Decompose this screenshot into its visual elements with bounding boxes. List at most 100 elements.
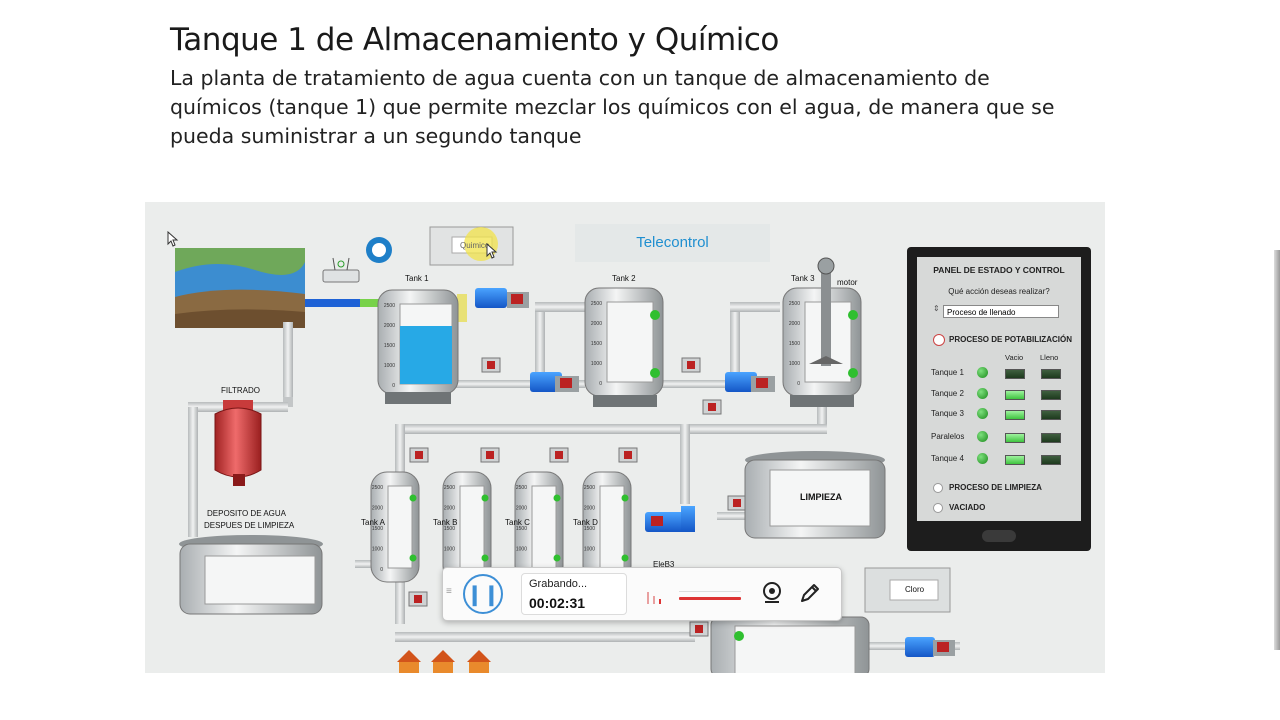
scale-tick: 2000 — [384, 323, 395, 329]
row-tanque1-led — [977, 367, 988, 378]
recording-time: 00:02:31 — [529, 595, 586, 611]
scada-diagram: 2500 2000 1500 1000 0 2500 2000 1500 1000 0 2500 20… — [145, 202, 1105, 673]
vaciado-radio[interactable] — [933, 503, 943, 513]
col-vacio: Vacio — [1005, 353, 1024, 362]
drag-handle-icon[interactable]: ≡ — [446, 586, 452, 597]
scale-tick: 2500 — [584, 485, 595, 491]
scale-tick: 2500 — [789, 301, 800, 307]
deposito-label-1: DEPOSITO DE AGUA — [207, 509, 286, 518]
audio-level-icon — [647, 592, 661, 604]
description-line-3: pueda suministrar a un segundo tanque — [170, 124, 582, 148]
scale-tick: 1500 — [444, 526, 455, 532]
scale-tick: 0 — [599, 381, 602, 387]
pump-3 — [725, 372, 775, 392]
tank2-label: Tank 2 — [612, 274, 636, 283]
description-line-2: químicos (tanque 1) que permite mezclar … — [170, 95, 1055, 119]
row-tanque2-lleno — [1041, 390, 1061, 400]
row-tanque3: Tanque 3 — [931, 409, 964, 418]
window-edge — [1274, 250, 1280, 650]
row-tanque3-lleno — [1041, 410, 1061, 420]
pump-4 — [645, 506, 695, 532]
row-tanque3-led — [977, 408, 988, 419]
tank-2 — [584, 287, 664, 407]
row-tanque1-vacio — [1005, 369, 1025, 379]
col-lleno: Lleno — [1040, 353, 1059, 362]
panel-title: PANEL DE ESTADO Y CONTROL — [933, 265, 1065, 275]
telecontrol-label[interactable]: Telecontrol — [575, 224, 770, 262]
recording-status-box: Grabando... 00:02:31 — [521, 573, 627, 615]
row-tanque4: Tanque 4 — [931, 454, 964, 463]
scale-tick: 0 — [797, 381, 800, 387]
recording-toolbar: ≡ ❙❙ Grabando... 00:02:31 — [442, 567, 842, 621]
filter — [214, 400, 262, 486]
houses-icon — [397, 650, 491, 673]
pump-5 — [905, 637, 955, 657]
row-tanque2-vacio — [1005, 390, 1025, 400]
scale-tick: 1500 — [372, 526, 383, 532]
router-icon — [322, 269, 360, 283]
scale-tick: 1500 — [516, 526, 527, 532]
row-tanque4-led — [977, 453, 988, 464]
volume-track — [679, 591, 741, 592]
scale-tick: 1000 — [516, 547, 527, 553]
description-line-1: La planta de tratamiento de agua cuenta … — [170, 66, 990, 90]
row-tanque4-lleno — [1041, 455, 1061, 465]
parallel-tanks — [370, 471, 632, 583]
quimico-label: Quimico — [460, 241, 490, 250]
scale-tick: 1000 — [384, 363, 395, 369]
scale-tick: 2500 — [444, 485, 455, 491]
scale-tick: 2500 — [384, 303, 395, 309]
limpieza-option-label: PROCESO DE LIMPIEZA — [949, 483, 1042, 492]
scale-tick: 1000 — [789, 361, 800, 367]
motor-label: motor — [837, 278, 858, 287]
select-arrows-icon[interactable]: ⇕ — [933, 304, 940, 313]
tank3-label: Tank 3 — [791, 274, 815, 283]
limpieza-radio[interactable] — [933, 483, 943, 493]
scale-tick: 2500 — [516, 485, 527, 491]
control-panel: PANEL DE ESTADO Y CONTROL Qué acción des… — [907, 247, 1091, 551]
pen-icon[interactable] — [797, 580, 823, 606]
tank1-label: Tank 1 — [405, 274, 429, 283]
scale-tick: 1500 — [591, 341, 602, 347]
scale-tick: 1500 — [384, 343, 395, 349]
vaciado-option-label: VACIADO — [949, 503, 986, 512]
scale-tick: 2000 — [516, 506, 527, 512]
row-tanque1: Tanque 1 — [931, 368, 964, 377]
row-paralelos-lleno — [1041, 433, 1061, 443]
row-paralelos-vacio — [1005, 433, 1025, 443]
row-paralelos: Paralelos — [931, 432, 965, 441]
cloro-label: Cloro — [905, 585, 925, 594]
panel-home-button[interactable] — [982, 530, 1016, 542]
scale-tick: 2000 — [444, 506, 455, 512]
scale-tick: 1000 — [444, 547, 455, 553]
eleb3-label: EleB3 — [653, 560, 675, 569]
scale-tick: 2500 — [372, 485, 383, 491]
scale-tick: 0 — [392, 383, 395, 389]
control-panel-screen: PANEL DE ESTADO Y CONTROL Qué acción des… — [917, 257, 1081, 521]
scale-tick: 2000 — [591, 321, 602, 327]
row-tanque4-vacio — [1005, 455, 1025, 465]
valves — [408, 357, 747, 637]
recording-status: Grabando... — [529, 578, 588, 590]
row-tanque3-vacio — [1005, 410, 1025, 420]
scale-tick: 2500 — [591, 301, 602, 307]
row-tanque2: Tanque 2 — [931, 389, 964, 398]
scale-tick: 1000 — [372, 547, 383, 553]
potabilizacion-radio[interactable] — [933, 334, 945, 346]
slide-title: Tanque 1 de Almacenamiento y Químico — [170, 22, 779, 58]
slide-description: La planta de tratamiento de agua cuenta … — [170, 64, 1110, 151]
scale-tick: 1500 — [584, 526, 595, 532]
action-select[interactable]: Proceso de llenado — [943, 305, 1059, 318]
water-source-image — [175, 248, 305, 328]
scale-tick: 2000 — [372, 506, 383, 512]
pump-2 — [530, 372, 579, 392]
pointer-cursor-icon — [486, 243, 498, 259]
deposito-tank — [179, 535, 323, 615]
tank-1 — [377, 289, 459, 404]
volume-slider[interactable] — [679, 597, 741, 600]
scale-tick: 1000 — [584, 547, 595, 553]
limpieza-tank — [744, 451, 886, 539]
webcam-icon[interactable] — [759, 580, 785, 606]
row-tanque1-lleno — [1041, 369, 1061, 379]
pause-button[interactable]: ❙❙ — [463, 574, 503, 614]
